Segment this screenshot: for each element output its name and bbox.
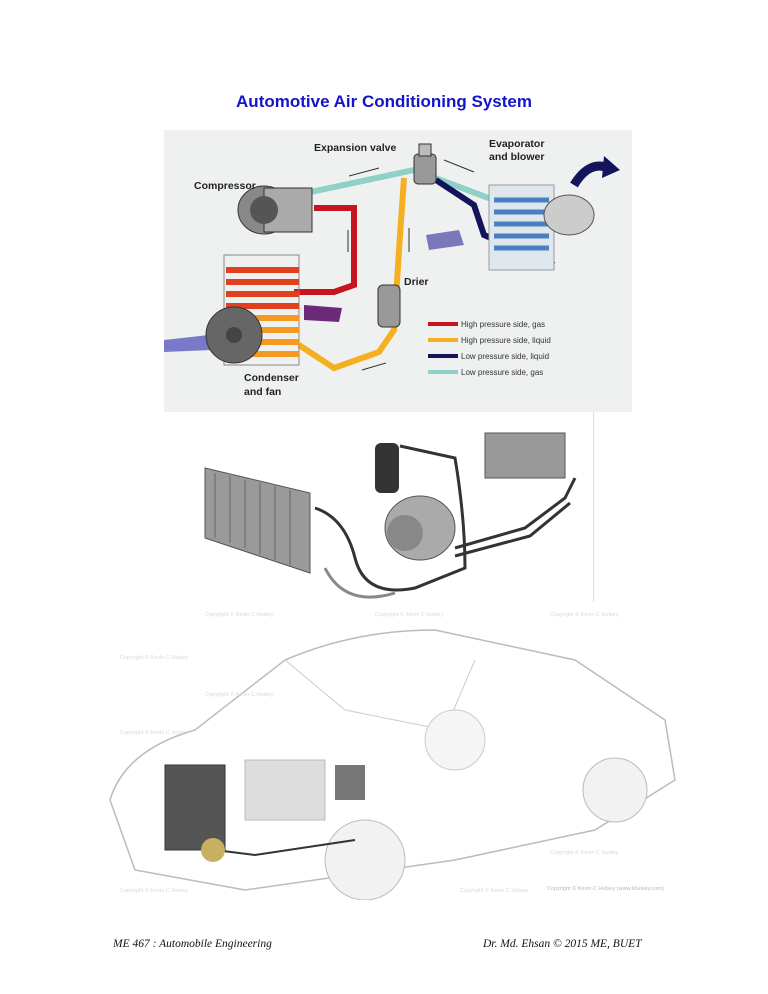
watermark: Copyright © Kevin C Hulsey: [550, 850, 619, 856]
divider: [593, 412, 594, 602]
car-cutaway-illustration: Copyright © Kevin C Hulsey Copyright © K…: [95, 600, 685, 901]
watermark: Copyright © Kevin C Hulsey: [550, 612, 619, 618]
legend-item: High pressure side, liquid: [428, 332, 551, 348]
compressor-label: Compressor: [194, 180, 256, 192]
page-title: Automotive Air Conditioning System: [236, 92, 532, 111]
watermark: Copyright © Kevin C Hulsey: [205, 612, 274, 618]
drier-icon: [375, 443, 399, 493]
legend: High pressure side, gas High pressure si…: [428, 316, 551, 380]
watermark: Copyright © Kevin C Hulsey: [460, 888, 529, 894]
condenser-icon: [164, 764, 226, 851]
expansion-valve-label: Expansion valve: [314, 142, 397, 154]
legend-item: Low pressure side, liquid: [428, 348, 551, 364]
watermark: Copyright © Kevin C Hulsey: [120, 888, 189, 894]
evaporator-label-2: and blower: [489, 151, 545, 163]
ac-cycle-diagram: Expansion valve Evaporator and blower Co…: [164, 130, 632, 412]
drier-icon: [377, 284, 401, 328]
condenser-label: Condenser: [244, 372, 299, 384]
watermark: Copyright © Kevin C Hulsey: [120, 655, 189, 661]
watermark: Copyright © Kevin C Hulsey: [375, 612, 444, 618]
evaporator-icon: [488, 156, 620, 271]
evaporator-icon: [484, 432, 566, 479]
condenser-icon: [204, 467, 311, 574]
legend-item: High pressure side, gas: [428, 316, 551, 332]
condenser-icon: [205, 254, 300, 366]
drier-label: Drier: [404, 276, 429, 288]
compressor-icon: [384, 495, 456, 561]
evaporator-label: Evaporator: [489, 138, 545, 150]
condenser-label-2: and fan: [244, 386, 282, 398]
legend-item: Low pressure side, gas: [428, 364, 551, 380]
footer-course: ME 467 : Automobile Engineering: [113, 938, 272, 950]
ac-components-illustration: [195, 418, 595, 608]
expansion-valve-icon: [413, 143, 437, 185]
ac-cycle-illustration: [164, 143, 620, 372]
footer-author: Dr. Md. Ehsan © 2015 ME, BUET: [483, 938, 642, 950]
image-credit: Copyright © Kevin C Hulsey (www.khulsey.…: [547, 886, 664, 892]
watermark: Copyright © Kevin C Hulsey: [120, 730, 189, 736]
watermark: Copyright © Kevin C Hulsey: [205, 692, 274, 698]
compressor-icon: [237, 185, 313, 235]
